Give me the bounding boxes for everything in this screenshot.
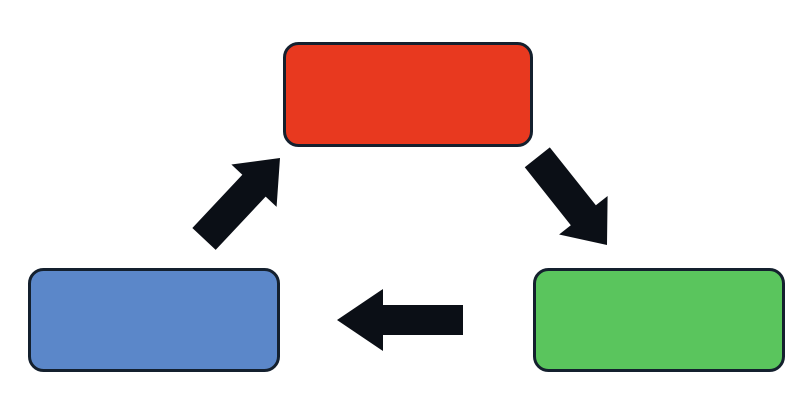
node-bottom-right-green — [533, 268, 785, 372]
node-top-red — [283, 42, 533, 147]
arrow-bottom-right-to-bottom-left — [337, 289, 463, 351]
node-bottom-left-blue — [28, 268, 280, 372]
arrow-top-to-bottom-right — [524, 147, 608, 245]
arrow-bottom-left-to-top — [192, 158, 280, 250]
